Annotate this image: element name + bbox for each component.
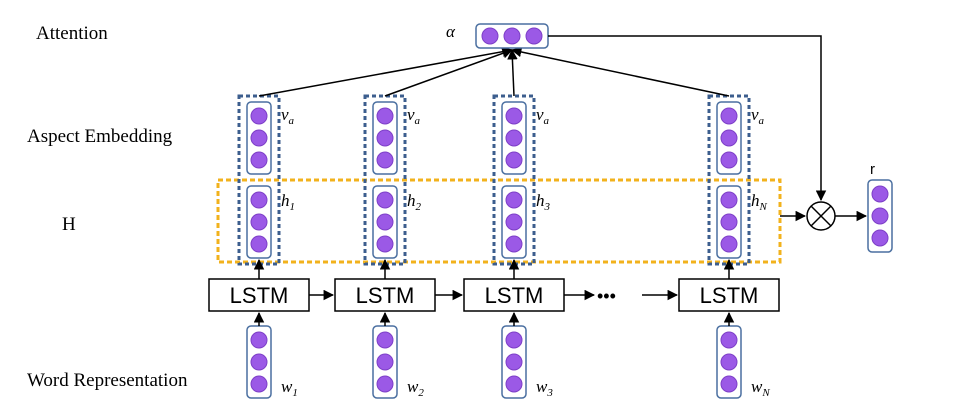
aspect-vector <box>246 101 272 175</box>
hidden-label: hN <box>751 191 768 213</box>
word-vector-dot <box>505 353 523 371</box>
word-vector <box>372 325 398 399</box>
aspect-vector-dot <box>505 129 523 147</box>
hidden-vector <box>501 185 527 259</box>
aspect-vector-dot <box>250 129 268 147</box>
hidden-vector-dot <box>720 213 738 231</box>
aspect-vector-dot <box>376 107 394 125</box>
hidden-states-box <box>216 178 782 264</box>
aspect-vector-dot <box>250 107 268 125</box>
attention-row-label: Attention <box>36 23 108 44</box>
word-vector-dot <box>376 353 394 371</box>
hidden-vector-dot <box>720 191 738 209</box>
hidden-vector-dot <box>505 235 523 253</box>
alpha-label: α <box>446 22 456 41</box>
lstm-label: LSTM <box>700 283 759 308</box>
output-vector-dot <box>871 185 889 203</box>
attention-vector <box>475 23 549 49</box>
aspect-to-attention-arrow <box>510 46 730 97</box>
aspect-label: va <box>407 105 421 127</box>
word-vector <box>501 325 527 399</box>
lstm-label: LSTM <box>485 283 544 308</box>
hidden-vector-dot <box>376 213 394 231</box>
ellipsis: ••• <box>597 286 616 306</box>
word-vector-dot <box>505 331 523 349</box>
hidden-vector-dot <box>250 235 268 253</box>
output-label: r <box>870 161 875 178</box>
word-representation-row-label: Word Representation <box>27 370 188 391</box>
hidden-row-label: H <box>62 214 76 235</box>
word-vector-dot <box>720 331 738 349</box>
aspect-vector-dot <box>376 151 394 169</box>
word-vector <box>246 325 272 399</box>
word-label: w1 <box>281 377 298 399</box>
hidden-vector-dot <box>250 191 268 209</box>
aspect-vector <box>372 101 398 175</box>
aspect-embedding-row-label: Aspect Embedding <box>27 126 173 147</box>
aspect-to-attention-arrow <box>258 46 514 97</box>
lstm-box <box>678 278 780 312</box>
word-vector-dot <box>250 375 268 393</box>
word-label: wN <box>751 377 770 399</box>
hidden-vector-dot <box>250 213 268 231</box>
hidden-vector-dot <box>505 191 523 209</box>
aspect-vector-dot <box>720 151 738 169</box>
lstm-label: LSTM <box>356 283 415 308</box>
output-vector <box>867 179 893 253</box>
hidden-vector-dot <box>505 213 523 231</box>
hidden-vector-dot <box>376 235 394 253</box>
word-vector-dot <box>720 375 738 393</box>
aspect-vector <box>501 101 527 175</box>
attention-vector-dot <box>503 27 521 45</box>
word-vector-dot <box>376 331 394 349</box>
attention-vector-dot <box>481 27 499 45</box>
hidden-label: h3 <box>536 191 551 213</box>
word-vector-dot <box>250 331 268 349</box>
word-vector <box>716 325 742 399</box>
aspect-vector-dot <box>720 107 738 125</box>
attention-to-multiply-arrow <box>548 35 827 202</box>
multiply-icon <box>806 201 836 231</box>
word-vector-dot <box>505 375 523 393</box>
word-vector-dot <box>250 353 268 371</box>
hidden-vector-dot <box>720 235 738 253</box>
aspect-to-attention-arrow <box>384 48 513 97</box>
aspect-vector-dot <box>720 129 738 147</box>
aspect-vector <box>716 101 742 175</box>
hidden-vector <box>716 185 742 259</box>
aspect-to-attention-arrow <box>507 48 518 97</box>
hidden-vector <box>372 185 398 259</box>
word-label: w2 <box>407 377 424 399</box>
aspect-vector-dot <box>505 107 523 125</box>
word-vector-dot <box>376 375 394 393</box>
aspect-vector-dot <box>376 129 394 147</box>
attention-vector-dot <box>525 27 543 45</box>
aspect-vector-dot <box>505 151 523 169</box>
aspect-label: va <box>751 105 765 127</box>
word-vector-dot <box>720 353 738 371</box>
word-label: w3 <box>536 377 553 399</box>
output-vector-dot <box>871 229 889 247</box>
hidden-vector-dot <box>376 191 394 209</box>
hidden-label: h2 <box>407 191 422 213</box>
hidden-vector <box>246 185 272 259</box>
aspect-label: va <box>536 105 550 127</box>
aspect-vector-dot <box>250 151 268 169</box>
hidden-label: h1 <box>281 191 295 213</box>
aspect-label: va <box>281 105 295 127</box>
column-4: va hN LSTM wN <box>510 46 780 399</box>
lstm-label: LSTM <box>230 283 289 308</box>
output-vector-dot <box>871 207 889 225</box>
